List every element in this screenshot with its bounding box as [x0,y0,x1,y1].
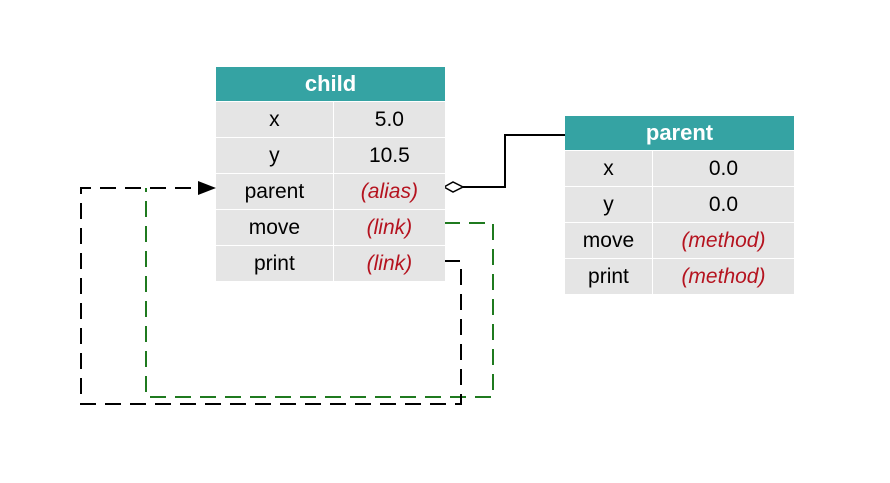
move-link-connector [145,188,494,398]
field-value: 10.5 [333,137,445,173]
table-row: print (method) [565,258,794,294]
table-row: move (link) [216,209,445,245]
child-title: child [304,71,357,96]
child-header-row: child [216,67,445,101]
field-value: (link) [333,245,445,281]
table-row: move (method) [565,222,794,258]
field-value: 0.0 [652,186,794,222]
table-row: print (link) [216,245,445,281]
table-row: x 0.0 [565,150,794,186]
field-value: (alias) [333,173,445,209]
field-key: parent [216,173,334,209]
child-object-table: child x 5.0 y 10.5 parent (alias) move (… [216,67,445,281]
field-value: (method) [652,222,794,258]
parent-object-table: parent x 0.0 y 0.0 move (method) print (… [565,116,794,294]
field-value: (method) [652,258,794,294]
table-row: parent (alias) [216,173,445,209]
parent-header-row: parent [565,116,794,150]
aggregation-diamond-icon [442,181,465,193]
field-key: y [565,186,653,222]
parent-title: parent [645,120,714,145]
arrowhead-icon [198,181,216,195]
field-key: x [565,150,653,186]
field-key: x [216,101,334,137]
alias-connector [463,134,565,188]
field-key: move [216,209,334,245]
table-row: y 10.5 [216,137,445,173]
field-value: 0.0 [652,150,794,186]
field-value: (link) [333,209,445,245]
table-row: y 0.0 [565,186,794,222]
print-link-connector [80,187,462,405]
field-key: move [565,222,653,258]
field-key: print [565,258,653,294]
field-key: y [216,137,334,173]
field-key: print [216,245,334,281]
table-row: x 5.0 [216,101,445,137]
field-value: 5.0 [333,101,445,137]
